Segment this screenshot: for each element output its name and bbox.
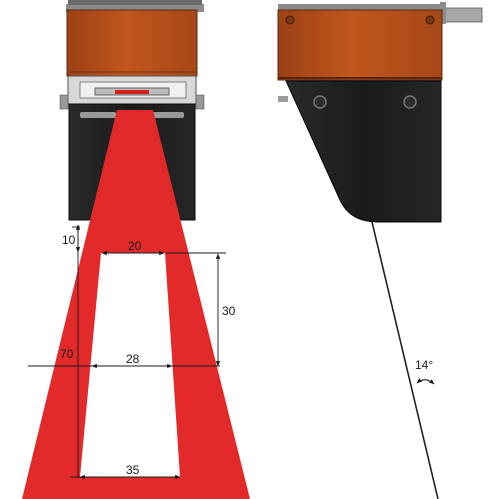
side-black-housing (285, 80, 442, 223)
dimension-lines (28, 224, 226, 480)
side-beam-line (371, 221, 439, 499)
dim-label-inner-bottom-width: 35 (126, 463, 140, 477)
side-view: 14° (277, 2, 483, 499)
dim-label-total-height: 70 (60, 347, 74, 361)
front-lens-bracket (59, 75, 205, 110)
front-orange-housing (66, 0, 204, 77)
angle-label: 14° (415, 358, 433, 372)
screw-icon (425, 15, 435, 25)
front-view: 10 20 30 70 28 35 (22, 0, 250, 499)
side-orange-housing (277, 9, 443, 81)
dim-label-inner-top-width: 20 (128, 239, 142, 253)
screw-icon (285, 15, 295, 25)
dim-label-top-offset: 10 (62, 233, 76, 247)
screw-icon (313, 95, 327, 109)
laser-beam-fan (22, 110, 250, 499)
side-top-bracket (278, 2, 483, 24)
angle-arc-icon (416, 378, 435, 385)
screw-icon (403, 95, 417, 109)
dim-label-mid-width: 28 (126, 352, 140, 366)
dim-label-inner-height: 30 (222, 304, 236, 318)
